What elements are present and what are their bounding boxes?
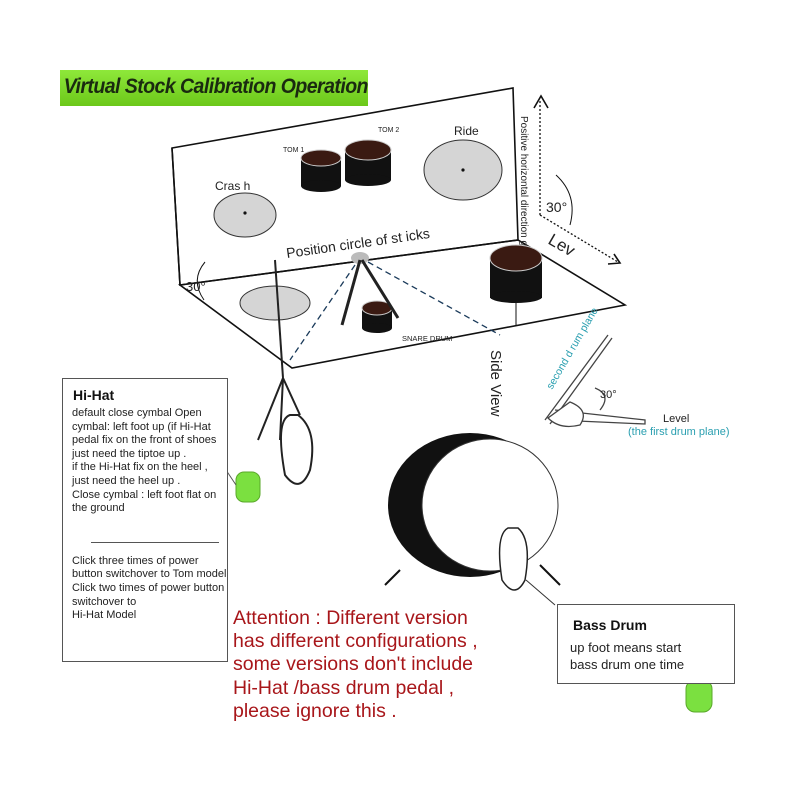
tom1-label: TOM 1 xyxy=(283,147,304,154)
bass-drum-info-box: Bass Drum up foot means start bass drum … xyxy=(557,604,735,684)
crash-label: Cras h xyxy=(215,179,250,193)
first-plane-label: (the first drum plane) xyxy=(628,426,729,438)
side-view-label: Side View xyxy=(487,350,504,417)
hihat-heading: Hi-Hat xyxy=(73,387,115,403)
drum-sticks xyxy=(340,259,400,326)
sensor-hihat-icon xyxy=(235,471,261,503)
planes xyxy=(171,87,628,369)
angle-top: 30° xyxy=(546,199,567,215)
bass-drum xyxy=(384,433,561,606)
stick-lines xyxy=(289,261,501,361)
lev-label: Lev xyxy=(545,230,579,260)
divider xyxy=(91,541,219,543)
title-banner: Virtual Stock Calibration Operation xyxy=(60,70,369,106)
floor-plane xyxy=(177,239,628,369)
positive-direction: Positive horizontal direction g xyxy=(518,116,529,246)
snare-drum xyxy=(361,300,393,333)
bass-pedal xyxy=(498,527,529,591)
axis-arrows xyxy=(533,94,622,265)
hihat-text-2: Click three times of power button switch… xyxy=(72,554,227,622)
tom1-drum xyxy=(300,149,342,192)
attention-note: Attention : Different version has differ… xyxy=(233,607,478,722)
ride-label: Ride xyxy=(454,124,479,138)
angle-arc-left xyxy=(196,261,206,301)
angle-hand: 30° xyxy=(600,389,617,401)
hihat-text-1: default close cymbal Open cymbal: left f… xyxy=(72,407,217,515)
hihat-cymbal xyxy=(239,285,311,321)
tom2-label: TOM 2 xyxy=(378,127,399,134)
bass-text: up foot means start bass drum one time xyxy=(570,640,685,672)
position-circle xyxy=(351,252,369,264)
snare-label: SNARE DRUM xyxy=(402,334,452,343)
angle-arc-top xyxy=(555,174,573,226)
angle-left: 30° xyxy=(186,279,206,294)
bass-heading: Bass Drum xyxy=(573,617,647,633)
axes xyxy=(539,100,619,263)
crash-cymbal xyxy=(213,192,277,238)
level-label: Level xyxy=(663,413,689,425)
tom2-drum xyxy=(344,139,392,186)
hihat-stand xyxy=(257,259,314,485)
hihat-info-box: Hi-Hat default close cymbal Open cymbal:… xyxy=(62,378,228,662)
floor-tom xyxy=(489,244,543,325)
title-text: Virtual Stock Calibration Operation xyxy=(63,75,369,98)
sensor-bass-icon xyxy=(685,679,713,713)
hand-stick-icon xyxy=(544,334,646,428)
